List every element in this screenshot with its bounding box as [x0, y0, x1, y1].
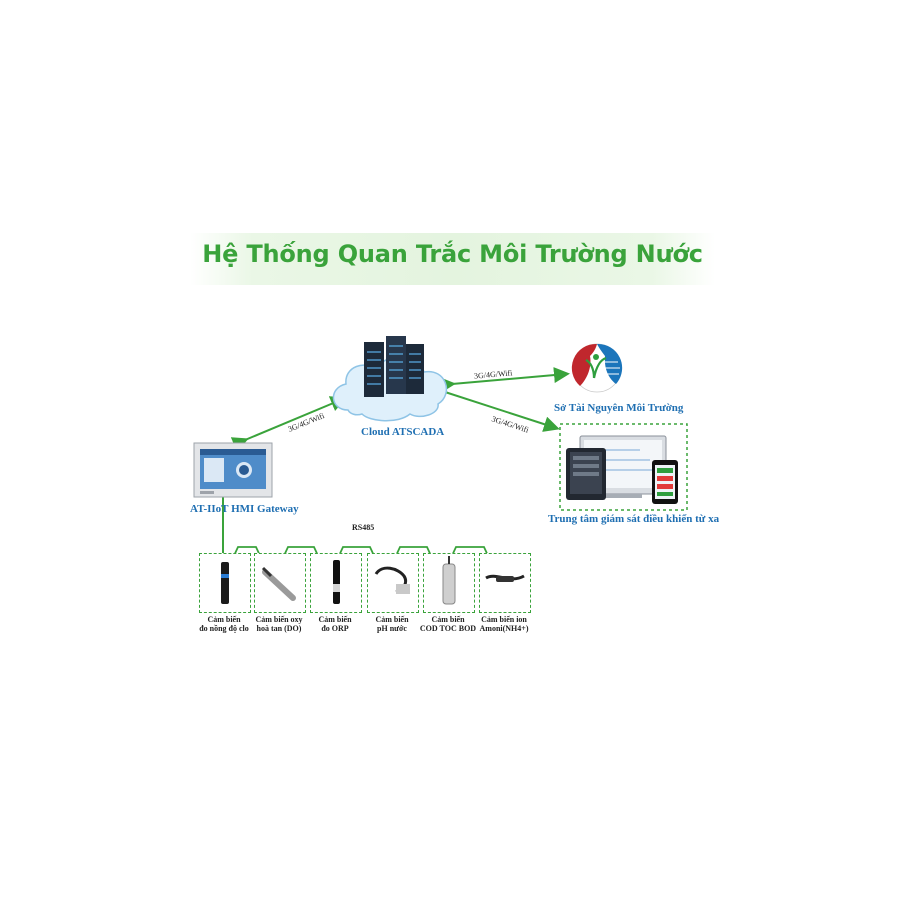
orp-probe-icon [333, 560, 340, 604]
gateway-label: AT-IIoT HMI Gateway [190, 503, 299, 515]
chlorine-probe-icon [221, 562, 229, 604]
sensor-do-card [254, 553, 306, 613]
cod-probe-icon [442, 556, 456, 605]
sensor-clo-card [199, 553, 251, 613]
phone-icon [652, 460, 678, 504]
sensor-amoni-card [479, 553, 531, 613]
link-gateway-cloud [230, 396, 347, 453]
server-rack-icon [364, 336, 424, 397]
link-cloud-monitoring [431, 380, 560, 432]
amoni-probe-icon [485, 574, 525, 582]
bus-label: RS485 [352, 523, 375, 532]
ph-probe-icon [374, 566, 410, 594]
title-band [190, 233, 715, 285]
agency-label: Sở Tài Nguyên Môi Trường [554, 402, 684, 414]
monitoring-label: Trung tâm giám sát điều khiển từ xa [548, 513, 720, 525]
cloud-label: Cloud ATSCADA [361, 426, 445, 438]
page-title: Hệ Thống Quan Trắc Môi Trường Nước [202, 240, 703, 268]
agency-logo-icon [571, 343, 623, 393]
sensor-orp-card [310, 553, 362, 613]
tablet-icon [566, 448, 606, 500]
sensor-ph-card [367, 553, 419, 613]
sensor-cod-card [423, 553, 475, 613]
hmi-gateway-icon [193, 442, 273, 498]
monitoring-frame [559, 423, 688, 511]
do-probe-icon [261, 566, 296, 601]
